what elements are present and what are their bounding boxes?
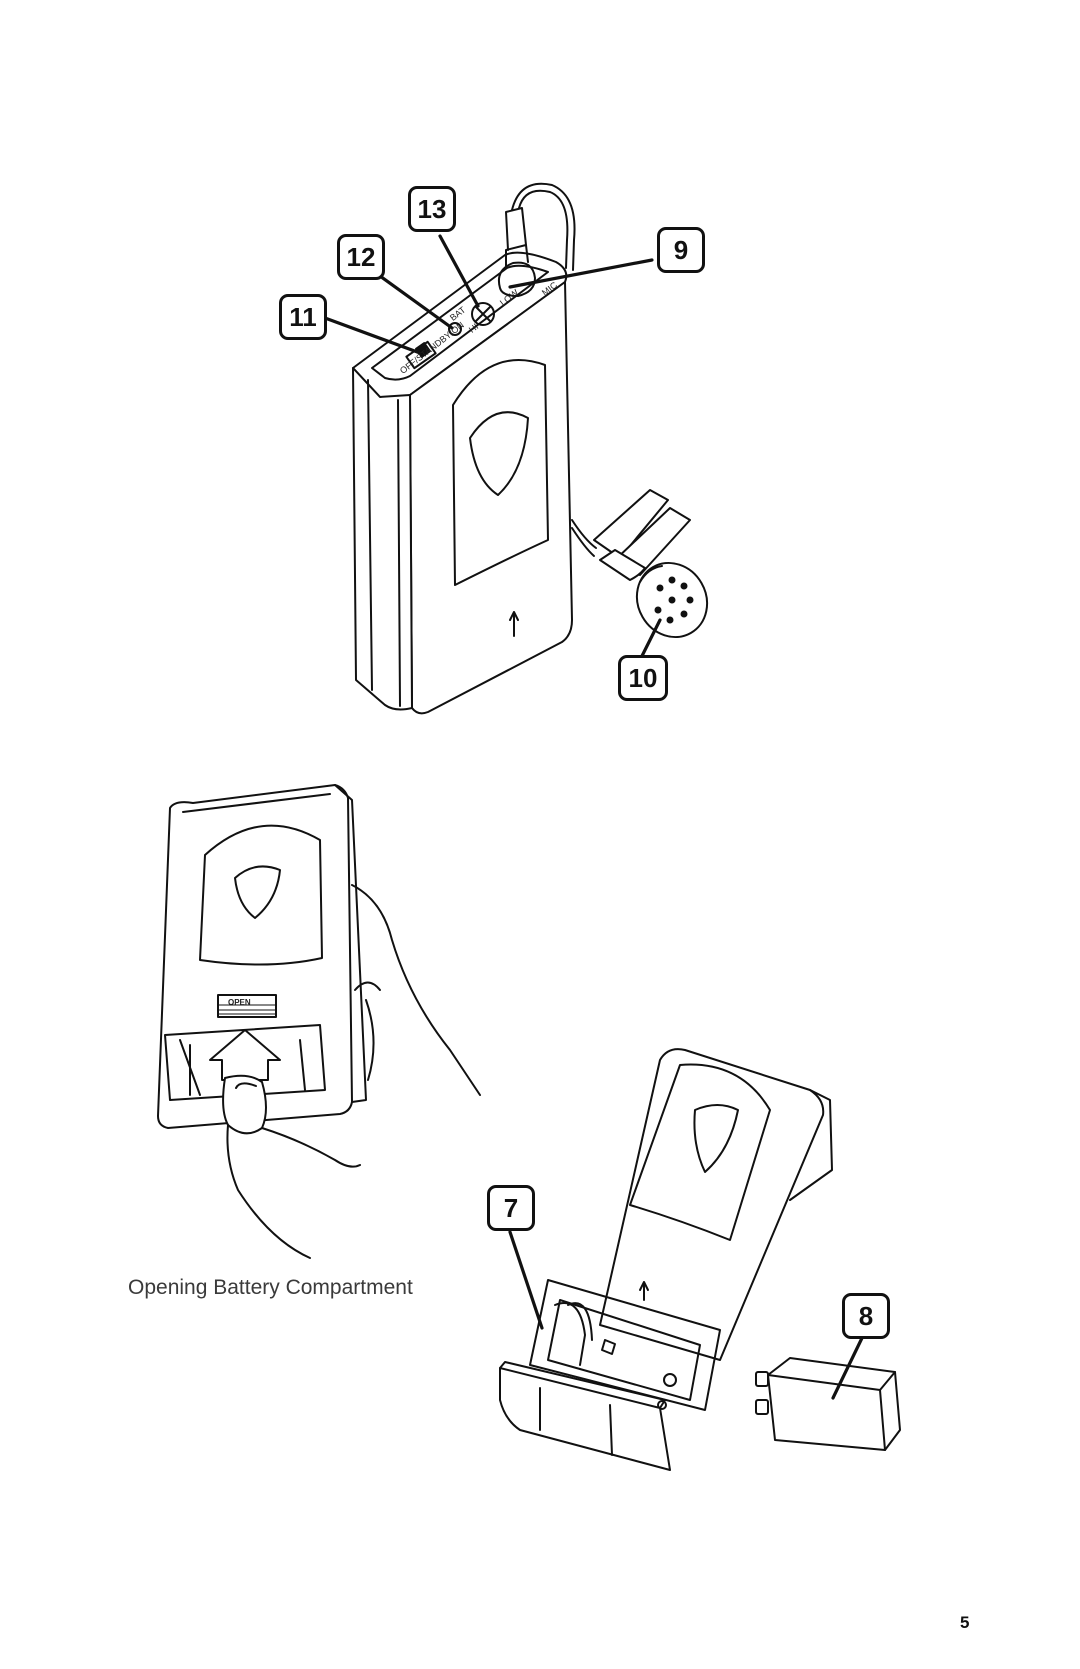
open-tab-label: OPEN xyxy=(228,998,251,1007)
callout-10: 10 xyxy=(618,655,668,701)
callout-13: 13 xyxy=(408,186,456,232)
hand-opening-illustration xyxy=(157,784,481,1259)
callout-8: 8 xyxy=(842,1293,890,1339)
leader-lines-top xyxy=(323,234,662,662)
callout-12: 12 xyxy=(337,234,385,280)
leader-lines-bottom xyxy=(508,1230,864,1400)
callout-7: 7 xyxy=(487,1185,535,1231)
open-compartment-illustration xyxy=(499,1048,901,1471)
figure-caption: Opening Battery Compartment xyxy=(128,1276,413,1299)
callout-11: 11 xyxy=(279,294,327,340)
transmitter-illustration xyxy=(352,182,709,715)
page-number: 5 xyxy=(960,1613,970,1632)
callout-9: 9 xyxy=(657,227,705,273)
